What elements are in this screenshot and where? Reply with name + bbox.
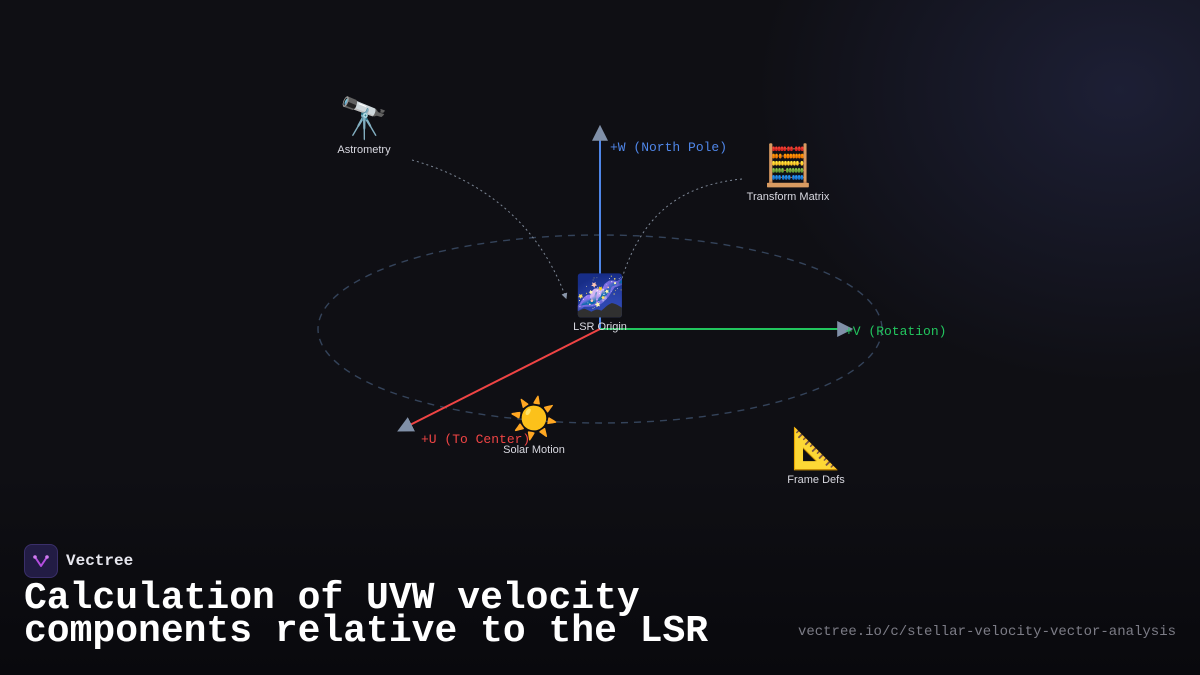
- transform-connector: [619, 178, 743, 286]
- astrometry-connector: [411, 159, 568, 300]
- node-transform-matrix-label: Transform Matrix: [746, 191, 830, 203]
- page-title: Calculation of UVW velocity components r…: [24, 577, 709, 653]
- telescope-icon: 🔭: [339, 97, 389, 141]
- node-astrometry-label: Astrometry: [337, 144, 391, 156]
- node-frame-defs[interactable]: 📐 Frame Defs: [787, 426, 844, 486]
- abacus-icon: 🧮: [763, 144, 813, 188]
- node-solar-motion[interactable]: ☀️ Solar Motion: [503, 396, 565, 456]
- node-astrometry[interactable]: 🔭 Astrometry: [337, 96, 390, 156]
- u-axis-line: [397, 328, 601, 432]
- triangular-ruler-icon: 📐: [791, 427, 841, 471]
- w-axis-label: +W (North Pole): [610, 140, 727, 155]
- u-axis-label: +U (To Center): [421, 432, 530, 447]
- node-solar-motion-label: Solar Motion: [503, 444, 565, 456]
- sun-icon: ☀️: [509, 397, 559, 441]
- vectree-logo-icon: [24, 544, 58, 578]
- v-axis-label: +V (Rotation): [845, 324, 946, 339]
- source-url[interactable]: vectree.io/c/stellar-velocity-vector-ana…: [797, 624, 1176, 640]
- node-lsr-origin[interactable]: 🌌 LSR Origin: [573, 273, 627, 333]
- brand-name: Vectree: [66, 552, 134, 570]
- node-lsr-origin-label: LSR Origin: [573, 321, 627, 333]
- node-transform-matrix[interactable]: 🧮 Transform Matrix: [747, 143, 830, 203]
- node-frame-defs-label: Frame Defs: [787, 474, 845, 486]
- milky-way-icon: 🌌: [575, 274, 625, 318]
- brand[interactable]: Vectree: [24, 544, 133, 578]
